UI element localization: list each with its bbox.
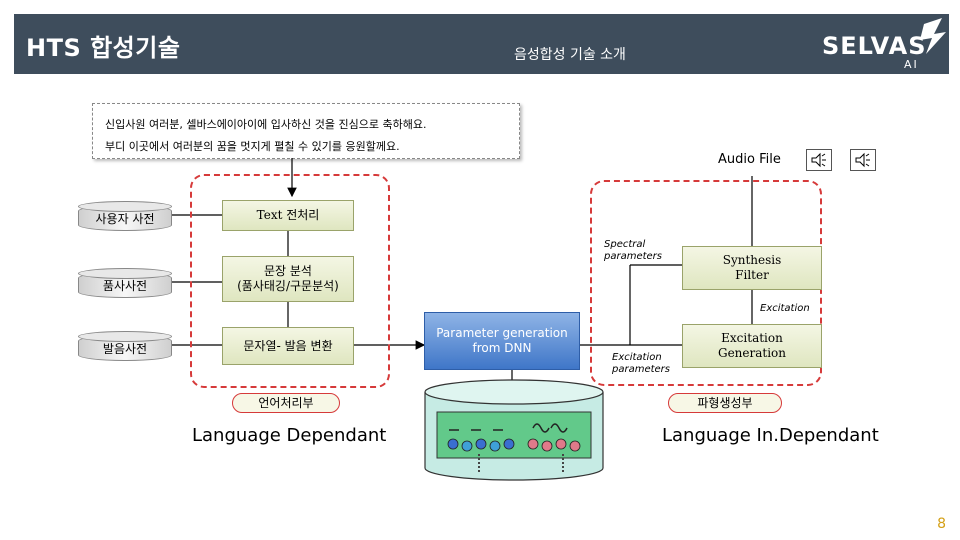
excitation-params-line1: Excitation	[612, 352, 662, 363]
excitation-label: Excitation	[760, 303, 810, 314]
language-dependant-caption: Language Dependant	[192, 425, 387, 446]
excitation-generation-line2: Generation	[717, 346, 787, 360]
slide-title: HTS 합성기술	[26, 34, 181, 62]
logo-subtext: AI	[904, 58, 919, 71]
pos-dictionary-label: 품사사전	[102, 279, 148, 293]
excitation-parameters-label: Excitation parameters	[612, 352, 670, 376]
intro-line-2: 부디 이곳에서 여러분의 꿈을 멋지게 펼칠 수 있기를 응원할께요.	[105, 140, 400, 153]
spectral-line2: parameters	[604, 251, 663, 262]
synthesis-filter-line2: Filter	[735, 268, 769, 282]
header-bar: HTS 합성기술 음성합성 기술 소개 SELVAS AI	[14, 14, 949, 74]
g2p-label: 문자열- 발음 변환	[243, 338, 333, 353]
pron-dictionary: 발음사전	[78, 331, 172, 361]
speaker-icon[interactable]	[806, 149, 832, 171]
text-preprocess-label: Text 전처리	[256, 208, 320, 222]
waveform-generation-tag: 파형생성부	[668, 393, 782, 413]
page-number: 8	[937, 516, 946, 532]
synthesis-filter-box: Synthesis Filter	[682, 246, 822, 290]
g2p-box: 문자열- 발음 변환	[222, 327, 354, 365]
excitation-params-line2: parameters	[612, 364, 671, 375]
sentence-analysis-box: 문장 분석 (품사태깅/구문분석)	[222, 256, 354, 302]
intro-note: 신입사원 여러분, 셀바스에이아이에 입사하신 것을 진심으로 축하해요. 부디…	[92, 103, 520, 159]
synthesis-filter-line1: Synthesis	[722, 253, 782, 267]
logo-mark-icon	[920, 18, 946, 54]
excitation-generation-box: Excitation Generation	[682, 324, 822, 368]
param-generation-line2: from DNN	[472, 341, 532, 355]
user-dictionary: 사용자 사전	[78, 201, 172, 231]
dnn-database-icon	[424, 379, 604, 481]
user-dictionary-label: 사용자 사전	[95, 212, 155, 226]
spectral-line1: Spectral	[604, 239, 646, 250]
excitation-generation-line1: Excitation	[721, 331, 783, 345]
param-generation-box: Parameter generation from DNN	[424, 312, 580, 370]
logo-text: SELVAS	[822, 32, 927, 60]
speaker-glyph-icon-2	[855, 152, 870, 168]
language-processing-group	[190, 174, 390, 388]
text-preprocess-box: Text 전처리	[222, 200, 354, 231]
speaker-glyph-icon	[811, 152, 826, 168]
sentence-analysis-line2: (품사태깅/구문분석)	[237, 279, 339, 293]
intro-line-1: 신입사원 여러분, 셀바스에이아이에 입사하신 것을 진심으로 축하해요.	[105, 118, 427, 131]
language-processing-tag: 언어처리부	[232, 393, 340, 413]
sentence-analysis-line1: 문장 분석	[264, 264, 312, 278]
pron-dictionary-label: 발음사전	[102, 342, 148, 356]
slide-subtitle: 음성합성 기술 소개	[514, 47, 626, 63]
speaker-icon-2[interactable]	[850, 149, 876, 171]
language-independant-caption: Language In.Dependant	[662, 425, 879, 446]
selvas-logo: SELVAS AI	[814, 18, 946, 74]
audio-file-label: Audio File	[718, 152, 781, 167]
param-generation-line1: Parameter generation	[436, 326, 568, 340]
spectral-parameters-label: Spectral parameters	[604, 239, 662, 263]
pos-dictionary: 품사사전	[78, 268, 172, 298]
